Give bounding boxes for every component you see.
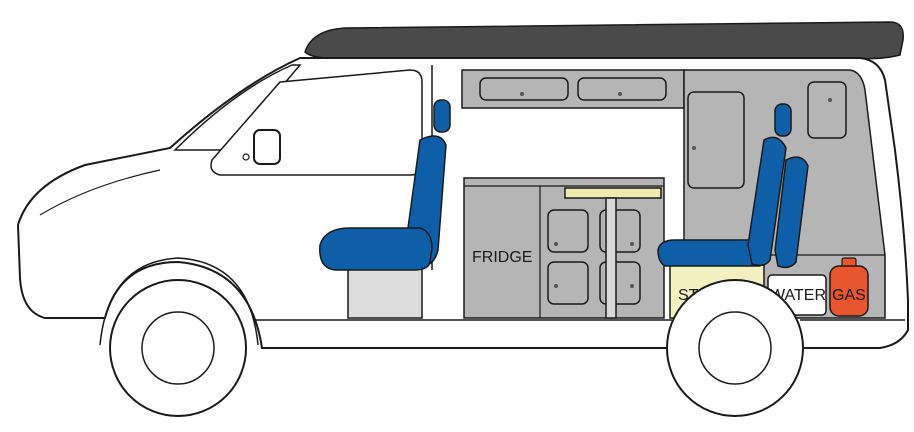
knob xyxy=(520,92,524,96)
knob xyxy=(618,92,622,96)
roof-pod xyxy=(304,21,904,60)
cabinet-door xyxy=(547,209,589,253)
mirror-dot xyxy=(242,153,250,161)
knob xyxy=(828,98,832,102)
cabinet-door xyxy=(547,261,589,305)
knob xyxy=(630,242,634,246)
front-seat-cushion xyxy=(319,227,433,271)
front-headrest xyxy=(433,99,451,133)
rear-door-tall xyxy=(687,91,745,189)
front-wheel-hub xyxy=(141,311,215,385)
rear-wheel-hub xyxy=(698,311,772,385)
front-seat-base xyxy=(347,261,423,319)
knob xyxy=(554,242,558,246)
rear-seat-back-front xyxy=(747,136,787,267)
front-wheel-arch xyxy=(99,257,259,346)
gas-bottle xyxy=(829,265,869,317)
overhead-locker-right xyxy=(577,77,667,101)
overhead-locker-left xyxy=(479,77,569,101)
rear-seat-back-rear xyxy=(774,156,809,269)
knob xyxy=(692,146,696,150)
rear-door-small xyxy=(807,81,847,139)
fridge-label: FRIDGE xyxy=(472,249,532,266)
knob xyxy=(630,284,634,288)
side-mirror xyxy=(253,129,281,165)
table-top xyxy=(564,187,662,199)
gas-label: GAS xyxy=(832,287,866,304)
rear-headrest xyxy=(774,103,792,137)
hood-line xyxy=(39,169,161,216)
table-leg xyxy=(605,197,617,319)
windscreen xyxy=(173,64,302,151)
knob xyxy=(554,284,558,288)
